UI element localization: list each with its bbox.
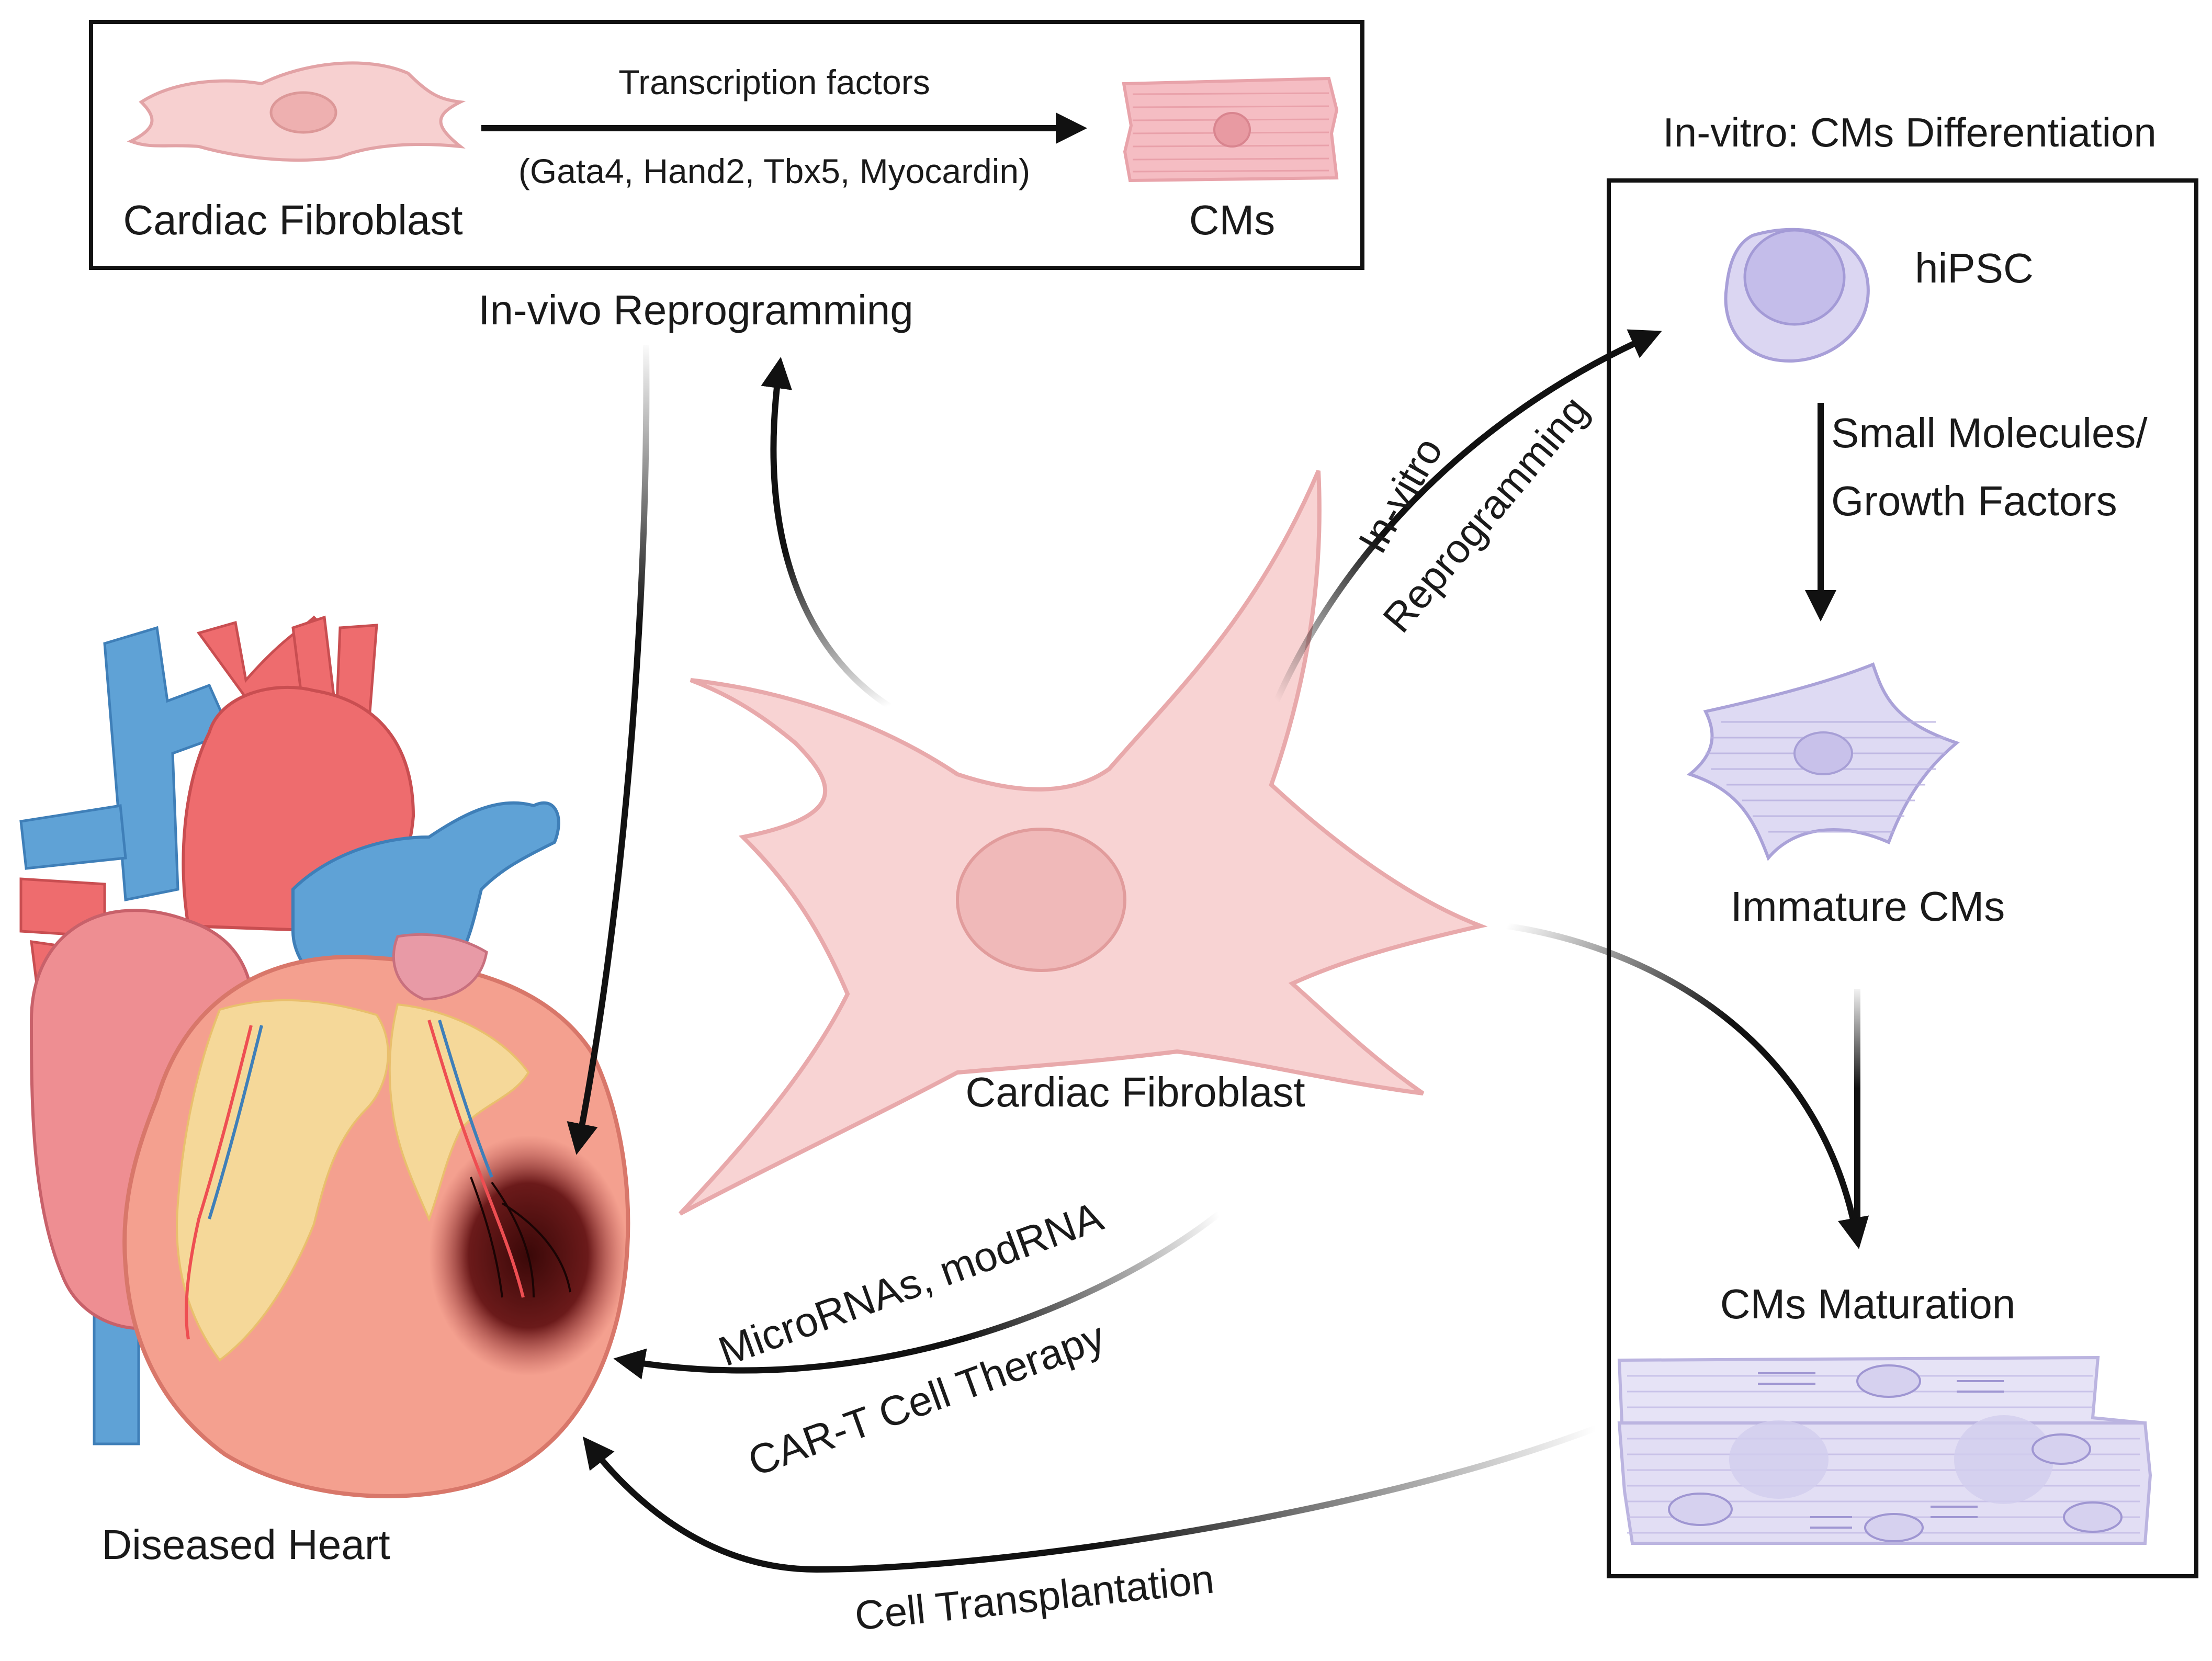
in-vitro-arrow (1273, 329, 1662, 703)
inset-cardiac-fibroblast-label: Cardiac Fibroblast (123, 197, 462, 243)
inset-frame (89, 20, 1364, 270)
fibroblast-to-maturation-arrow (1506, 923, 1869, 1249)
in-vitro-panel: In-vitro: CMs Differentiation hiPSC Smal… (1607, 109, 2198, 1578)
mature-cms-cells (1617, 1355, 2152, 1545)
in-vitro-frame (1607, 178, 2198, 1578)
growth-factors-label: Growth Factors (1831, 478, 2117, 524)
factor-list-label: (Gata4, Hand2, Tbx5, Myocardin) (518, 152, 1030, 190)
in-vitro-title: In-vitro: CMs Differentiation (1663, 109, 2157, 155)
in-vivo-inset: Transcription factors (Gata4, Hand2, Tbx… (89, 20, 1364, 270)
reprogramming-up-arrow (761, 357, 891, 709)
center-cardiac-fibroblast-label: Cardiac Fibroblast (965, 1069, 1305, 1115)
diseased-heart: Diseased Heart (19, 615, 630, 1568)
inset-fibroblast-nucleus (269, 91, 337, 134)
inset-cms-label: CMs (1189, 197, 1275, 243)
small-molecules-label: Small Molecules/ (1831, 410, 2148, 456)
inset-cm-cell (1122, 76, 1339, 183)
immature-cms-cell (1686, 662, 1960, 861)
hipsc-label: hiPSC (1915, 245, 2034, 291)
in-vivo-arrow (567, 345, 650, 1155)
epicardial-fat (176, 999, 389, 1362)
immature-cms-label: Immature CMs (1731, 883, 2005, 930)
cell-transplantation-arrow (582, 1425, 1597, 1573)
central-fibroblast: Cardiac Fibroblast (679, 470, 1488, 1216)
central-fibroblast-nucleus (956, 828, 1126, 972)
diseased-heart-label: Diseased Heart (101, 1521, 390, 1568)
in-vivo-reprogramming-label: In-vivo Reprogramming (478, 287, 913, 333)
cms-maturation-label: CMs Maturation (1720, 1281, 2016, 1327)
hipsc-cell (1724, 228, 1870, 363)
microrna-arrow (613, 1211, 1221, 1380)
left-atrium (392, 933, 488, 1001)
transcription-factors-label: Transcription factors (618, 63, 930, 101)
